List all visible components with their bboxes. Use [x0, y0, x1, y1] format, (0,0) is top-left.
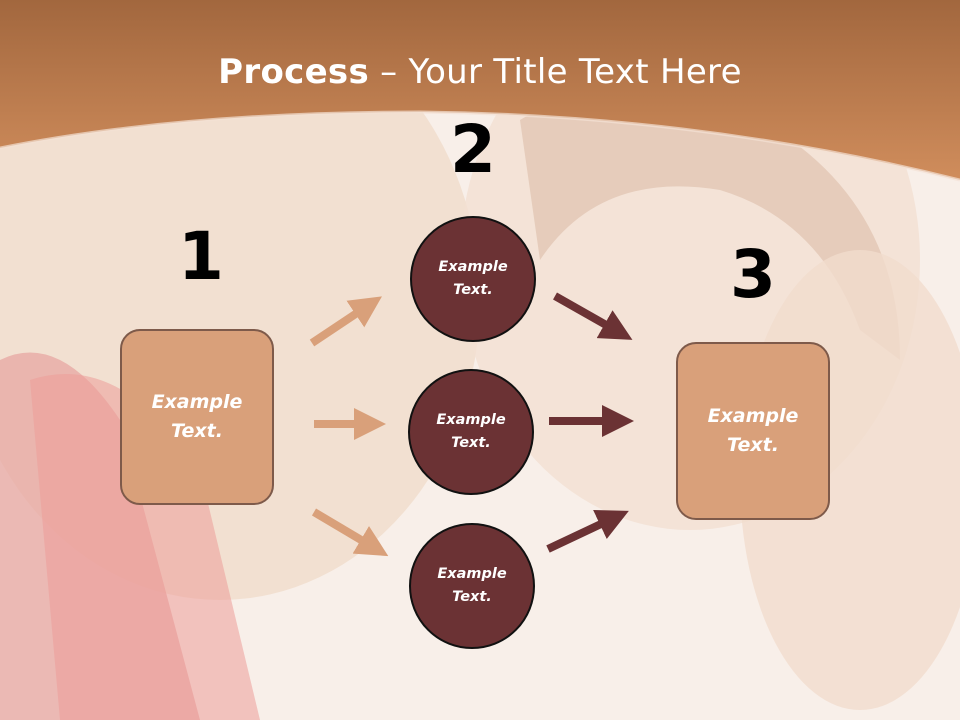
arrow-left-to-top [309, 296, 382, 347]
circle-top-line2: Text. [453, 282, 493, 298]
circle-bottom-line2: Text. [452, 589, 492, 605]
title-bold: Process [218, 52, 370, 92]
arrow-bottom-to-right [546, 510, 629, 553]
circle-top-line1: Example [438, 259, 508, 275]
circle-bottom-line1: Example [437, 566, 507, 582]
arrow-top-to-right [553, 292, 633, 340]
step-number-2: 2 [450, 111, 496, 188]
right-box-line1: Example [707, 405, 799, 427]
arrow-left-to-bottom [311, 508, 389, 557]
circle-middle-line2: Text. [451, 435, 491, 451]
left-box-line1: Example [151, 391, 243, 413]
circle-middle-line1: Example [436, 412, 506, 428]
step-number-3: 3 [730, 236, 776, 313]
left-box-line2: Text. [171, 420, 223, 442]
title-rest: – Your Title Text Here [369, 52, 742, 92]
step-number-1: 1 [178, 218, 224, 295]
right-box-line2: Text. [727, 434, 779, 456]
slide-title: Process – Your Title Text Here [0, 52, 960, 92]
